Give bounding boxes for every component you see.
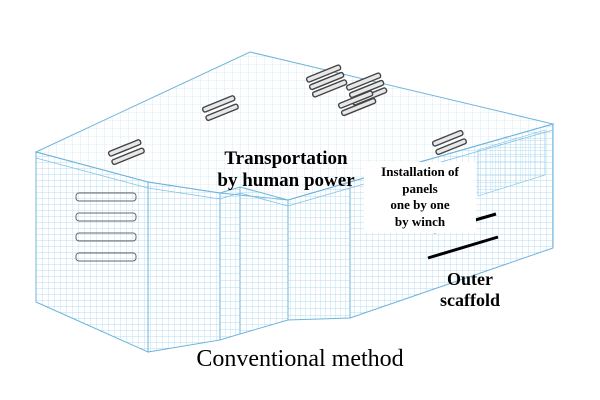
- front-wall-b: [219, 186, 241, 341]
- label-transportation-line-1: Transportation: [224, 148, 348, 169]
- panel-stack-right: [431, 129, 468, 156]
- label-scaffold-line-2: scaffold: [440, 289, 500, 310]
- panel-stack-back-3: [337, 90, 377, 117]
- opening-3: [75, 232, 137, 242]
- front-wall-c: [239, 186, 289, 335]
- winch-line-lower: [427, 235, 499, 260]
- opening-2: [75, 212, 137, 222]
- right-wall-dense-strip: [477, 129, 546, 197]
- label-scaffold-line-1: Outer: [447, 269, 493, 289]
- front-wall-a: [147, 181, 221, 353]
- label-installation-line-1: Installation of: [381, 164, 459, 179]
- roof-panel-stacks: [107, 64, 468, 166]
- label-installation-line-3: one by one: [390, 197, 450, 213]
- label-installation-by-winch: Installation of panels one by one by win…: [364, 162, 476, 233]
- front-wall-d: [287, 181, 351, 321]
- label-outer-scaffold: Outer scaffold: [425, 269, 515, 310]
- left-wall: [35, 151, 149, 353]
- panel-stack-left: [107, 139, 145, 166]
- label-transportation-line-2: by human power: [217, 169, 355, 191]
- label-installation-line-4: by winch: [394, 213, 446, 229]
- label-transportation-human-power: Transportation by human power: [200, 148, 372, 192]
- panel-stack-back-1: [305, 64, 348, 98]
- figure-caption: Conventional method: [196, 346, 404, 372]
- opening-4: [75, 252, 137, 262]
- left-wall-openings: [75, 192, 137, 262]
- roof-parapet: [35, 129, 554, 207]
- label-installation-line-2: panels: [402, 180, 438, 196]
- opening-1: [75, 192, 137, 202]
- panel-stack-center: [201, 95, 239, 122]
